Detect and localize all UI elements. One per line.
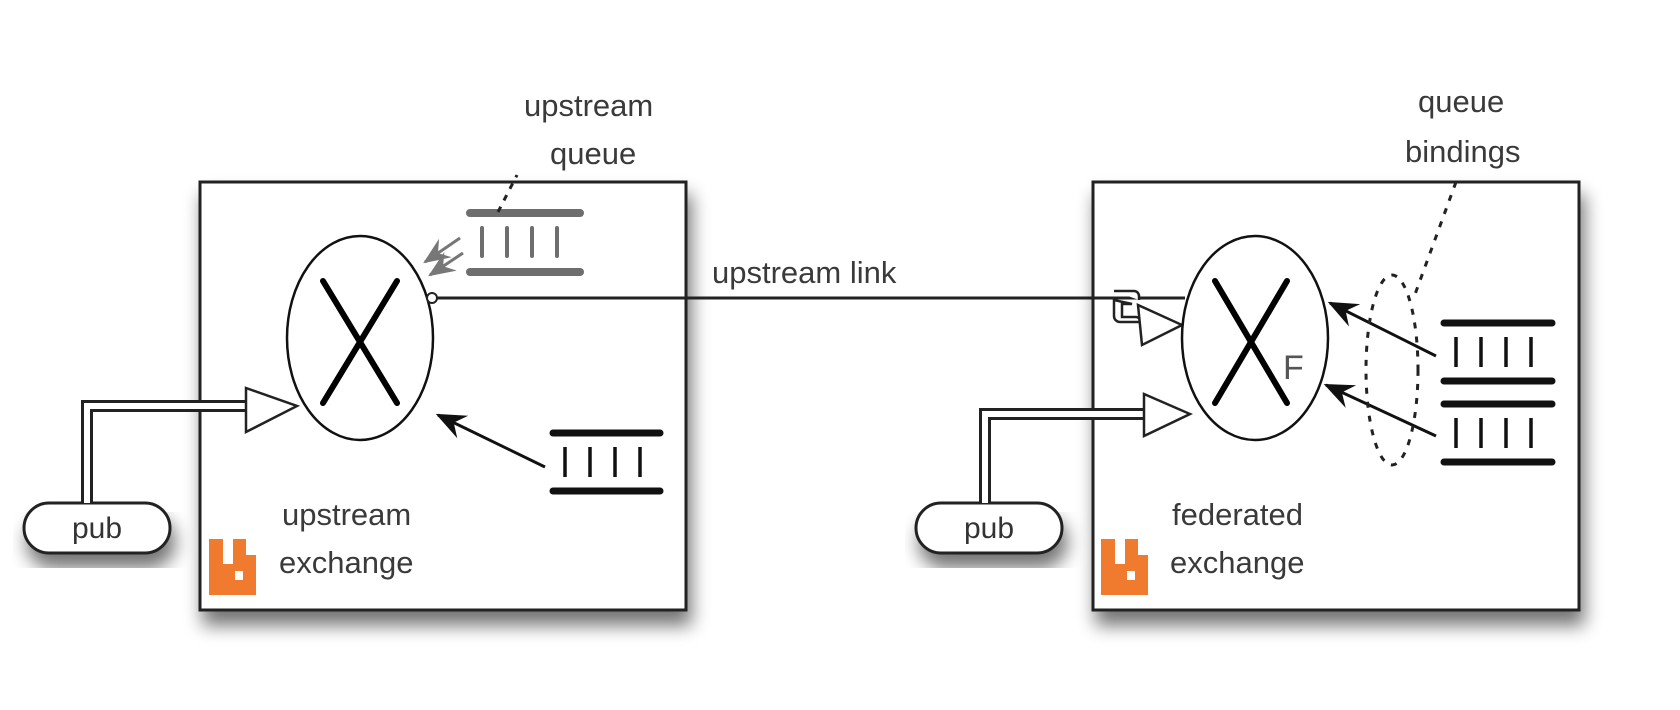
federated-broker-box (1091, 180, 1581, 612)
binding-arrow-icon (428, 251, 464, 277)
upstream-publisher[interactable]: pub (22, 501, 172, 555)
federated-publisher[interactable]: pub (914, 501, 1064, 555)
upstream-exchange-label-line2: exchange (279, 545, 413, 580)
bound-queue-icon[interactable] (1440, 319, 1556, 385)
upstream-exchange-label-line1: upstream (282, 497, 411, 532)
federated-exchange-label-line2: exchange (1170, 545, 1304, 580)
bindings-callout-line (1412, 181, 1458, 298)
federated-broker: F queue bindings federated excha (1091, 84, 1581, 612)
upstream-queue-label-line1: upstream (524, 88, 653, 123)
bindings-group-outline (1364, 273, 1420, 467)
upstream-exchange-node[interactable] (285, 234, 435, 442)
upstream-link[interactable] (426, 292, 1108, 304)
queue-bindings-label-line1: queue (1418, 84, 1504, 119)
upstream-broker: upstream queue upstream exchange (198, 88, 688, 612)
local-queue-icon[interactable] (549, 429, 664, 495)
exchange-x-icon (1212, 278, 1290, 406)
upstream-broker-box (198, 180, 688, 612)
rabbitmq-logo-icon (209, 539, 256, 595)
binding-arrow-icon (1323, 383, 1437, 438)
exchange-x-icon (320, 278, 400, 406)
federated-publisher-label: pub (964, 512, 1014, 545)
publish-pipe-arrow-icon (979, 392, 1194, 503)
upstream-link-label: upstream link (712, 255, 897, 290)
bound-queue-icon[interactable] (1440, 400, 1556, 466)
rabbitmq-logo-icon (1101, 539, 1148, 595)
binding-arrow-icon (1327, 301, 1437, 358)
upstream-publisher-label: pub (72, 512, 122, 545)
publish-pipe-arrow-icon (81, 386, 301, 503)
federation-connector-icon (1093, 289, 1185, 347)
upstream-queue-icon[interactable] (466, 209, 584, 276)
queue-bindings-label-line2: bindings (1405, 134, 1520, 169)
federated-marker: F (1283, 349, 1304, 387)
federated-exchange-label-line1: federated (1172, 497, 1303, 532)
federated-exchange-node[interactable]: F (1180, 234, 1330, 442)
upstream-queue-label-line2: queue (550, 136, 636, 171)
queue-to-exchange-arrow-icon (435, 413, 546, 469)
